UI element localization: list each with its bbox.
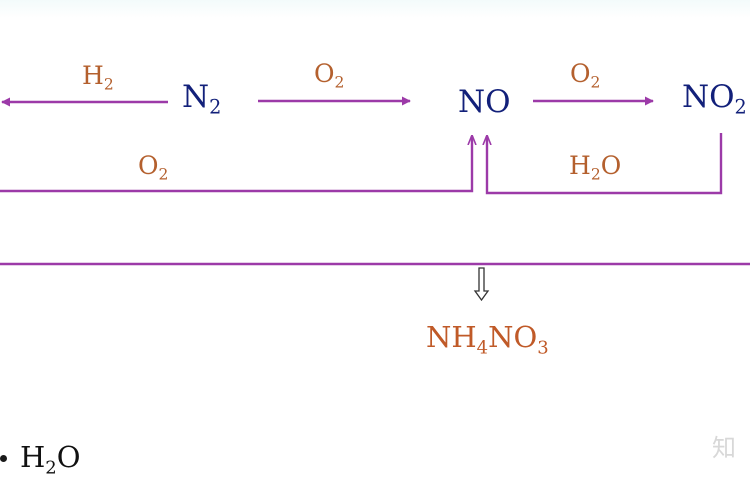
nh4no3-sub1: 4	[476, 337, 489, 359]
h2o-bottom-p1: H	[20, 440, 46, 474]
species-no-base: NO	[458, 84, 511, 120]
reagent-h2o-p2: O	[600, 151, 622, 180]
species-n2: N2	[182, 79, 221, 117]
nh4no3-part1: NH	[426, 320, 477, 354]
reagent-o2-no-to-no2: O2	[570, 59, 600, 90]
species-n2-base: N	[182, 79, 210, 115]
reagent-h2-base: H	[82, 61, 104, 90]
reagent-o2-n2-to-no: O2	[314, 59, 344, 90]
arrow-down-to-nh4no3	[473, 267, 490, 302]
h2o-bottom-p2: O	[56, 440, 81, 474]
watermark-text: 知	[712, 434, 736, 462]
reagent-o2-b-sub: 2	[590, 73, 601, 92]
species-no: NO	[458, 87, 511, 118]
nh4no3-part2: NO	[488, 320, 538, 354]
species-h2o-bottom: H2O	[20, 440, 81, 477]
arrow-left-to-no	[0, 136, 472, 193]
species-n2-sub: 2	[209, 95, 222, 119]
reagent-h2-sub: 2	[103, 75, 114, 94]
species-no2-base: NO	[682, 79, 735, 115]
reagent-h2o-sub: 2	[590, 165, 601, 184]
reagent-h2o: H2O	[569, 151, 622, 182]
h2o-bottom-sub: 2	[45, 457, 57, 479]
bullet-dot	[0, 455, 7, 462]
species-no2: NO2	[682, 79, 747, 117]
species-no2-sub: 2	[734, 95, 747, 119]
arrow-no2-to-no	[487, 133, 723, 195]
product-nh4no3: NH4NO3	[426, 320, 549, 357]
reagent-o2-b-base: O	[570, 59, 591, 88]
reagent-h2o-p1: H	[569, 151, 591, 180]
reagent-o2-a-base: O	[314, 59, 335, 88]
reagent-o2-c-base: O	[138, 151, 159, 180]
reagent-o2-c-sub: 2	[158, 165, 169, 184]
nh4no3-sub2: 3	[537, 337, 549, 359]
reagent-h2: H2	[82, 61, 114, 92]
reagent-o2-a-sub: 2	[334, 73, 345, 92]
reagent-o2-left-to-no: O2	[138, 151, 168, 182]
